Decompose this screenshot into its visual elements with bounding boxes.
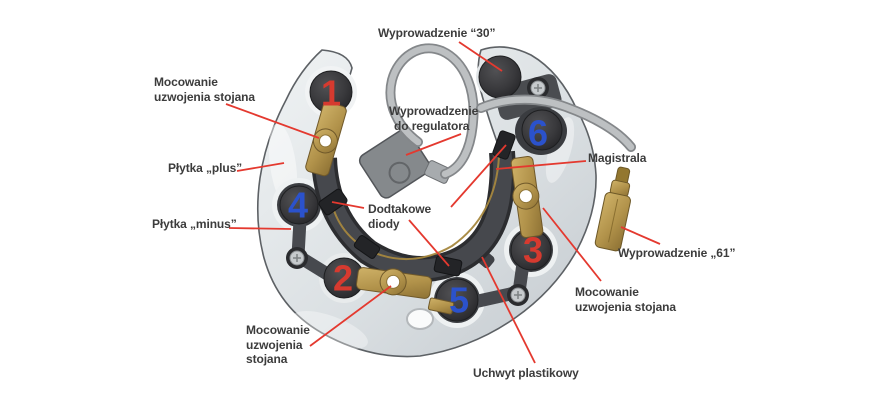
label-terminal-61: Wyprowadzenie „61” <box>618 246 736 260</box>
auxiliary-diodes <box>318 130 516 277</box>
label-stator-mount-right-l1: Mocowanie <box>575 285 639 299</box>
label-regulator-lead-l1: Wyprowadzenie <box>389 104 479 118</box>
stator-terminal-3 <box>510 156 544 238</box>
label-stator-mount-bottom-left-l2: uzwojenia <box>246 338 303 352</box>
diode-number-5: 5 <box>449 280 469 321</box>
label-plastic-holder: Uchwyt plastikowy <box>473 366 579 380</box>
terminal-61-spade <box>594 166 631 252</box>
leader-magistrala <box>495 160 587 170</box>
regulator-connector <box>358 128 452 199</box>
diode-number-2: 2 <box>333 258 353 299</box>
brass-terminals <box>305 101 544 315</box>
leader-stator-mount-right <box>542 207 602 282</box>
leader-regulator <box>405 133 462 156</box>
diode-numbers: 1 2 3 4 5 6 <box>288 73 548 321</box>
diode-number-4: 4 <box>288 185 308 226</box>
label-plate-plus: Płytka „plus” <box>168 161 243 175</box>
terminal-30-cap <box>478 55 522 99</box>
leader-additional-diode-left <box>331 201 365 209</box>
label-additional-diodes-l2: diody <box>368 217 400 231</box>
leader-additional-diode-bottom <box>408 219 450 267</box>
leader-plate-minus <box>228 227 292 230</box>
label-magistrala: Magistrala <box>588 151 647 165</box>
diode6-cap <box>521 109 563 151</box>
regulator-wire-loop <box>387 45 477 178</box>
output-wire-right <box>477 96 635 151</box>
power-diode-caps <box>279 55 563 322</box>
label-regulator-lead-l2: do regulatora <box>394 119 470 133</box>
output-wires <box>385 43 636 179</box>
label-stator-mount-bottom-left-l1: Mocowanie <box>246 323 310 337</box>
leader-stator-mount-bottom-left <box>309 285 392 347</box>
label-additional-diodes-l1: Dodtakowe <box>368 202 432 216</box>
leader-stator-mount-top-left <box>225 103 320 139</box>
label-plate-minus: Płytka „minus” <box>152 217 237 231</box>
magistrala-bus-wire <box>329 155 500 260</box>
diode-number-3: 3 <box>523 230 543 271</box>
label-terminal-30: Wyprowadzenie “30” <box>378 26 496 40</box>
label-stator-mount-top-left-l1: Mocowanie <box>154 75 218 89</box>
label-stator-mount-bottom-left-l3: stojana <box>246 352 288 366</box>
leader-terminal-61 <box>620 226 661 245</box>
leader-plastic-holder <box>481 256 536 364</box>
mounting-screws <box>286 77 549 330</box>
stator-terminal-1 <box>305 101 347 177</box>
diode-number-1: 1 <box>321 73 341 114</box>
leader-terminal-30 <box>458 41 503 72</box>
label-stator-mount-right-l2: uzwojenia stojana <box>575 300 676 314</box>
leader-plate-plus <box>236 162 285 172</box>
leader-lines <box>225 41 661 364</box>
diode4-cap <box>279 185 319 225</box>
diode-number-6: 6 <box>528 113 548 154</box>
label-stator-mount-top-left-l2: uzwojenia stojana <box>154 90 255 104</box>
leader-additional-diode-right <box>450 144 507 208</box>
